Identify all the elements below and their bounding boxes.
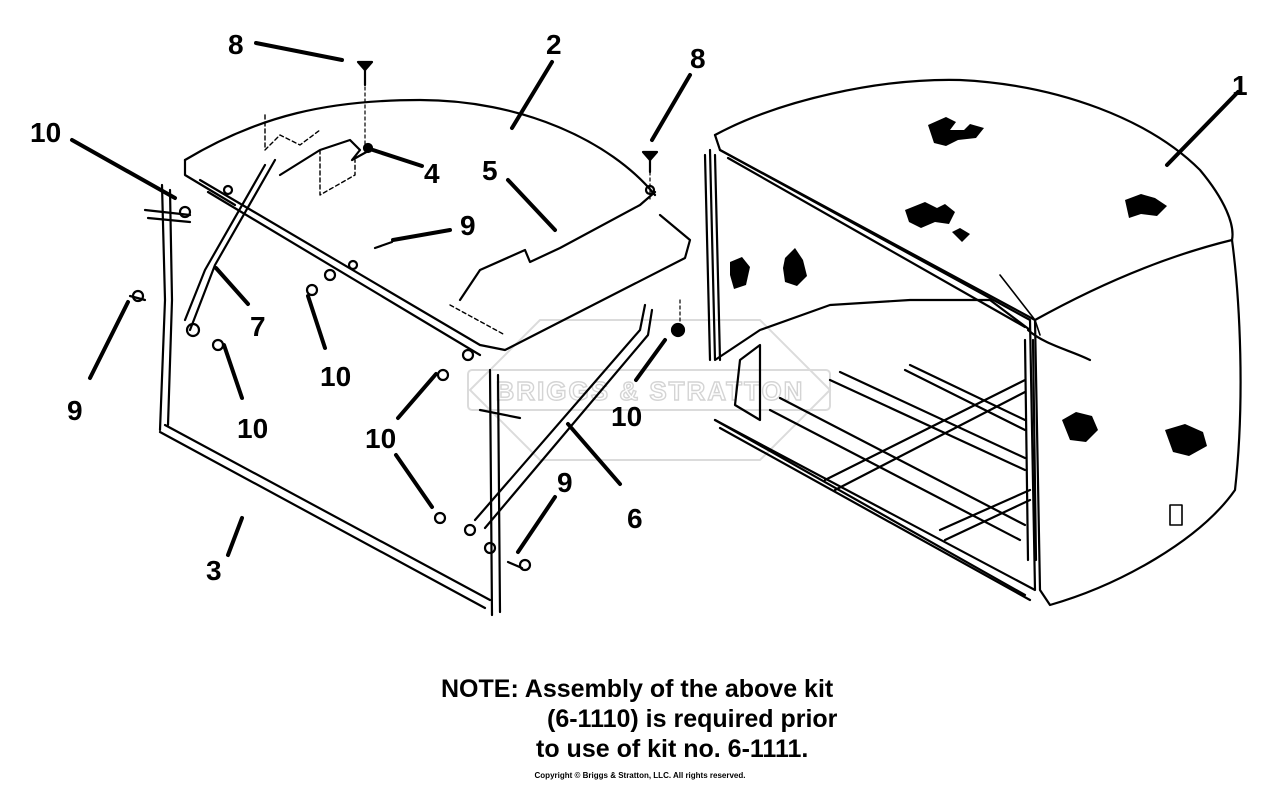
callout-10-top-left: 10 (30, 117, 61, 148)
callout-7: 7 (250, 311, 266, 342)
callout-8-right: 8 (690, 43, 706, 74)
callout-3: 3 (206, 555, 222, 586)
bottom-rod-3 (163, 423, 492, 602)
note-line-2: (6-1110) is required prior (547, 705, 838, 733)
bag-graphics (730, 117, 1207, 456)
left-frame-side (158, 183, 167, 432)
callout-9-top: 9 (460, 210, 476, 241)
note-line-3: to use of kit no. 6-1111. (536, 735, 809, 763)
frame-assembly (128, 60, 692, 617)
watermark-text: BRIGGS & STRATTON (496, 376, 805, 406)
top-frame-rod (198, 178, 692, 352)
callout-10-center: 10 (365, 423, 396, 454)
callout-6: 6 (627, 503, 643, 534)
grass-bag (703, 78, 1242, 607)
callout-10-low-left: 10 (237, 413, 268, 444)
callout-labels: 1 2 3 4 5 6 7 8 8 9 9 9 10 10 10 10 10 1… (30, 29, 1248, 586)
callout-2: 2 (546, 29, 562, 60)
callout-10-mid: 10 (320, 361, 351, 392)
upper-bracket (278, 138, 372, 177)
callout-1: 1 (1232, 70, 1248, 101)
callout-9-bottom: 9 (557, 467, 573, 498)
callout-4: 4 (424, 158, 440, 189)
note-line-1: NOTE: Assembly of the above kit (441, 675, 834, 703)
callout-10-right: 10 (611, 401, 642, 432)
bag-front-frame (708, 148, 1032, 362)
leader-lines (70, 41, 1240, 557)
bent-rod-5 (458, 190, 657, 302)
bag-side (1033, 238, 1242, 607)
strut-7 (188, 158, 277, 332)
bag-top (713, 78, 1234, 242)
bag-floor-slats (768, 363, 1027, 542)
callout-5: 5 (482, 155, 498, 186)
rod-6 (473, 303, 647, 522)
callout-9-left: 9 (67, 395, 83, 426)
right-frame-side (488, 368, 494, 617)
watermark: BRIGGS & STRATTON (467, 319, 832, 461)
top-cover-outline (183, 98, 657, 197)
copyright-text: Copyright © Briggs & Stratton, LLC. All … (534, 771, 746, 780)
callout-8-left: 8 (228, 29, 244, 60)
